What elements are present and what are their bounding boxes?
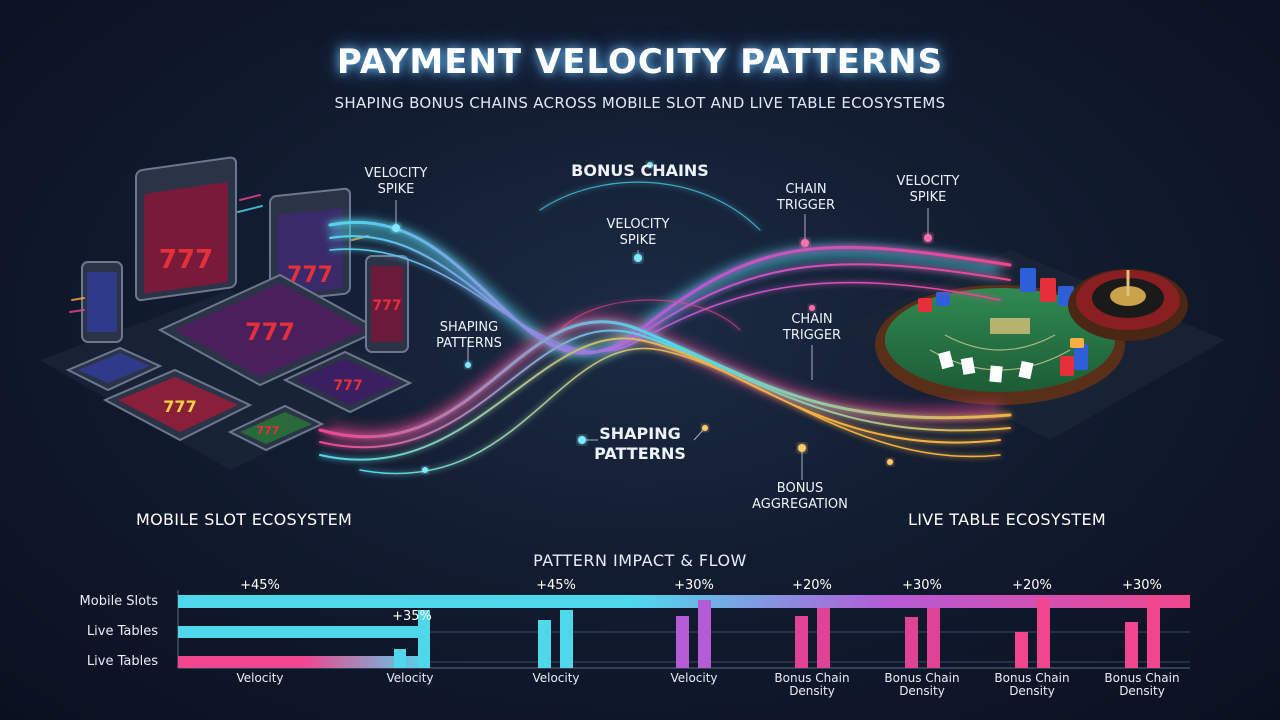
live-table-ecosystem-label: LIVE TABLE ECOSYSTEM — [908, 510, 1106, 529]
label-chain-trigger-top: CHAIN TRIGGER — [776, 182, 836, 213]
slot-symbol: 777 — [287, 263, 333, 288]
live-table-devices — [840, 250, 1225, 440]
page-title: PAYMENT VELOCITY PATTERNS — [336, 42, 944, 82]
phone-bottom-left — [65, 346, 163, 392]
slot-symbol: 777 — [163, 397, 196, 416]
tablet-right — [269, 187, 351, 303]
row-label: Live Tables — [86, 654, 158, 669]
density-bar — [927, 608, 940, 668]
label-shaping-patterns-center: SHAPING PATTERNS — [594, 424, 686, 463]
density-bar — [817, 608, 830, 668]
row-label: Mobile Slots — [79, 594, 158, 609]
label-velocity-spike-right: VELOCITY SPIKE — [896, 174, 960, 205]
density-bar — [1015, 632, 1028, 668]
roulette-wheel — [1068, 269, 1188, 341]
phone-bottom-right — [227, 404, 325, 452]
percent-label: +35% — [392, 609, 432, 624]
impact-chart — [177, 590, 1190, 669]
category-label: Bonus Chain Density — [994, 671, 1070, 698]
tablet-bottom-right — [282, 350, 413, 414]
velocity-bar — [538, 620, 551, 668]
phone-right — [365, 255, 409, 353]
label-shaping-patterns-left: SHAPING PATTERNS — [436, 320, 502, 351]
velocity-bar — [676, 616, 689, 668]
category-label: Bonus Chain Density — [774, 671, 850, 698]
density-bar — [1147, 596, 1160, 668]
density-bar — [905, 617, 918, 668]
category-label: Velocity — [532, 671, 580, 685]
category-label: Velocity — [236, 671, 284, 685]
velocity-bar — [560, 610, 573, 668]
density-bar — [795, 616, 808, 668]
density-bar — [1037, 598, 1050, 668]
percent-label: +30% — [902, 578, 942, 593]
impact-title: PATTERN IMPACT & FLOW — [533, 551, 747, 570]
category-label: Bonus Chain Density — [884, 671, 960, 698]
category-label: Velocity — [670, 671, 718, 685]
density-bar — [1125, 622, 1138, 668]
label-velocity-spike-center: VELOCITY SPIKE — [606, 217, 670, 248]
label-bonus-aggregation: BONUS AGGREGATION — [752, 481, 848, 512]
slot-symbol: 777 — [245, 318, 295, 346]
label-velocity-spike-left: VELOCITY SPIKE — [364, 166, 428, 197]
flow-ribbons — [318, 181, 1012, 475]
phone-left — [81, 261, 123, 343]
percent-label: +20% — [792, 578, 832, 593]
live-tables-bar — [178, 626, 428, 638]
page-subtitle: SHAPING BONUS CHAINS ACROSS MOBILE SLOT … — [334, 94, 946, 112]
mobile-slot-devices: 777 777 777 777 777 777 777 — [40, 156, 420, 470]
percent-label: +30% — [674, 578, 714, 593]
percent-label: +20% — [1012, 578, 1052, 593]
tablet-large — [135, 156, 237, 302]
label-bonus-chains: BONUS CHAINS — [571, 161, 709, 180]
percent-label: +45% — [536, 578, 576, 593]
mobile-slots-bar — [178, 595, 1190, 608]
velocity-bar — [698, 600, 711, 668]
slot-symbol: 777 — [257, 424, 280, 437]
percent-label: +45% — [240, 578, 280, 593]
slot-symbol: 777 — [333, 378, 362, 394]
percent-label: +30% — [1122, 578, 1162, 593]
mobile-slot-ecosystem-label: MOBILE SLOT ECOSYSTEM — [136, 510, 353, 529]
slot-symbol: 777 — [159, 245, 213, 275]
tablet-bottom-left — [102, 368, 253, 442]
slot-symbol: 777 — [372, 298, 401, 314]
row-label: Live Tables — [86, 624, 158, 639]
category-label: Bonus Chain Density — [1104, 671, 1180, 698]
flow-nodes — [392, 162, 932, 473]
label-chain-trigger-mid: CHAIN TRIGGER — [782, 312, 842, 343]
live-tables-bar-2 — [178, 656, 428, 668]
category-label: Velocity — [386, 671, 434, 685]
